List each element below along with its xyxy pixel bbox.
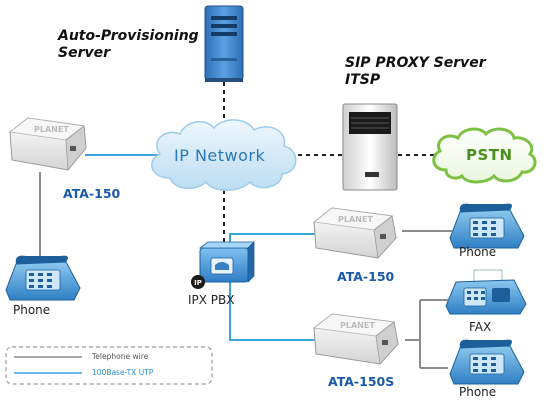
- fax-label: FAX: [469, 320, 492, 334]
- ata-middle-device-icon: PLANET: [313, 207, 397, 259]
- auto-provisioning-title: Auto-Provisioning Server: [58, 28, 199, 61]
- phone-left-icon: [5, 255, 81, 301]
- ata-middle-label: ATA-150: [337, 269, 395, 284]
- brand-logo: PLANET: [340, 321, 375, 330]
- phone-top-right-label: Phone: [459, 245, 497, 259]
- fax-icon: [445, 269, 527, 315]
- pbx-device-icon: IP: [191, 241, 255, 289]
- ata-bottom-device-icon: PLANET: [312, 313, 399, 365]
- ip-network-label: IP Network: [174, 146, 266, 165]
- ata-left-device-icon: PLANET: [9, 117, 87, 172]
- pstn-label: PSTN: [466, 146, 513, 164]
- ip-badge: IP: [194, 279, 202, 287]
- ata-bottom-label: ATA-150S: [328, 374, 395, 389]
- auto-provisioning-server-icon: [204, 5, 244, 82]
- phone-left-label: Phone: [13, 303, 51, 317]
- brand-logo: PLANET: [34, 125, 69, 134]
- phone-top-right-icon: [449, 203, 525, 249]
- sip-proxy-server-icon: [342, 103, 398, 191]
- legend-telephone-wire-label: Telephone wire: [92, 352, 149, 361]
- sip-proxy-title: SIP PROXY Server ITSP: [345, 55, 486, 88]
- connections: [39, 82, 452, 369]
- ipx-pbx-label: IPX PBX: [188, 293, 235, 307]
- brand-logo: PLANET: [338, 215, 373, 224]
- phone-bottom-right-label: Phone: [459, 385, 497, 399]
- ata-left-label: ATA-150: [63, 186, 121, 201]
- utp-pbx-ata-bottom: [229, 282, 318, 341]
- ip-network-cloud-icon: [150, 119, 297, 191]
- phone-bottom-right-icon: [449, 339, 525, 385]
- pstn-cloud-icon: [432, 127, 537, 184]
- legend: [5, 346, 213, 385]
- legend-utp-label: 100Base-TX UTP: [92, 368, 154, 377]
